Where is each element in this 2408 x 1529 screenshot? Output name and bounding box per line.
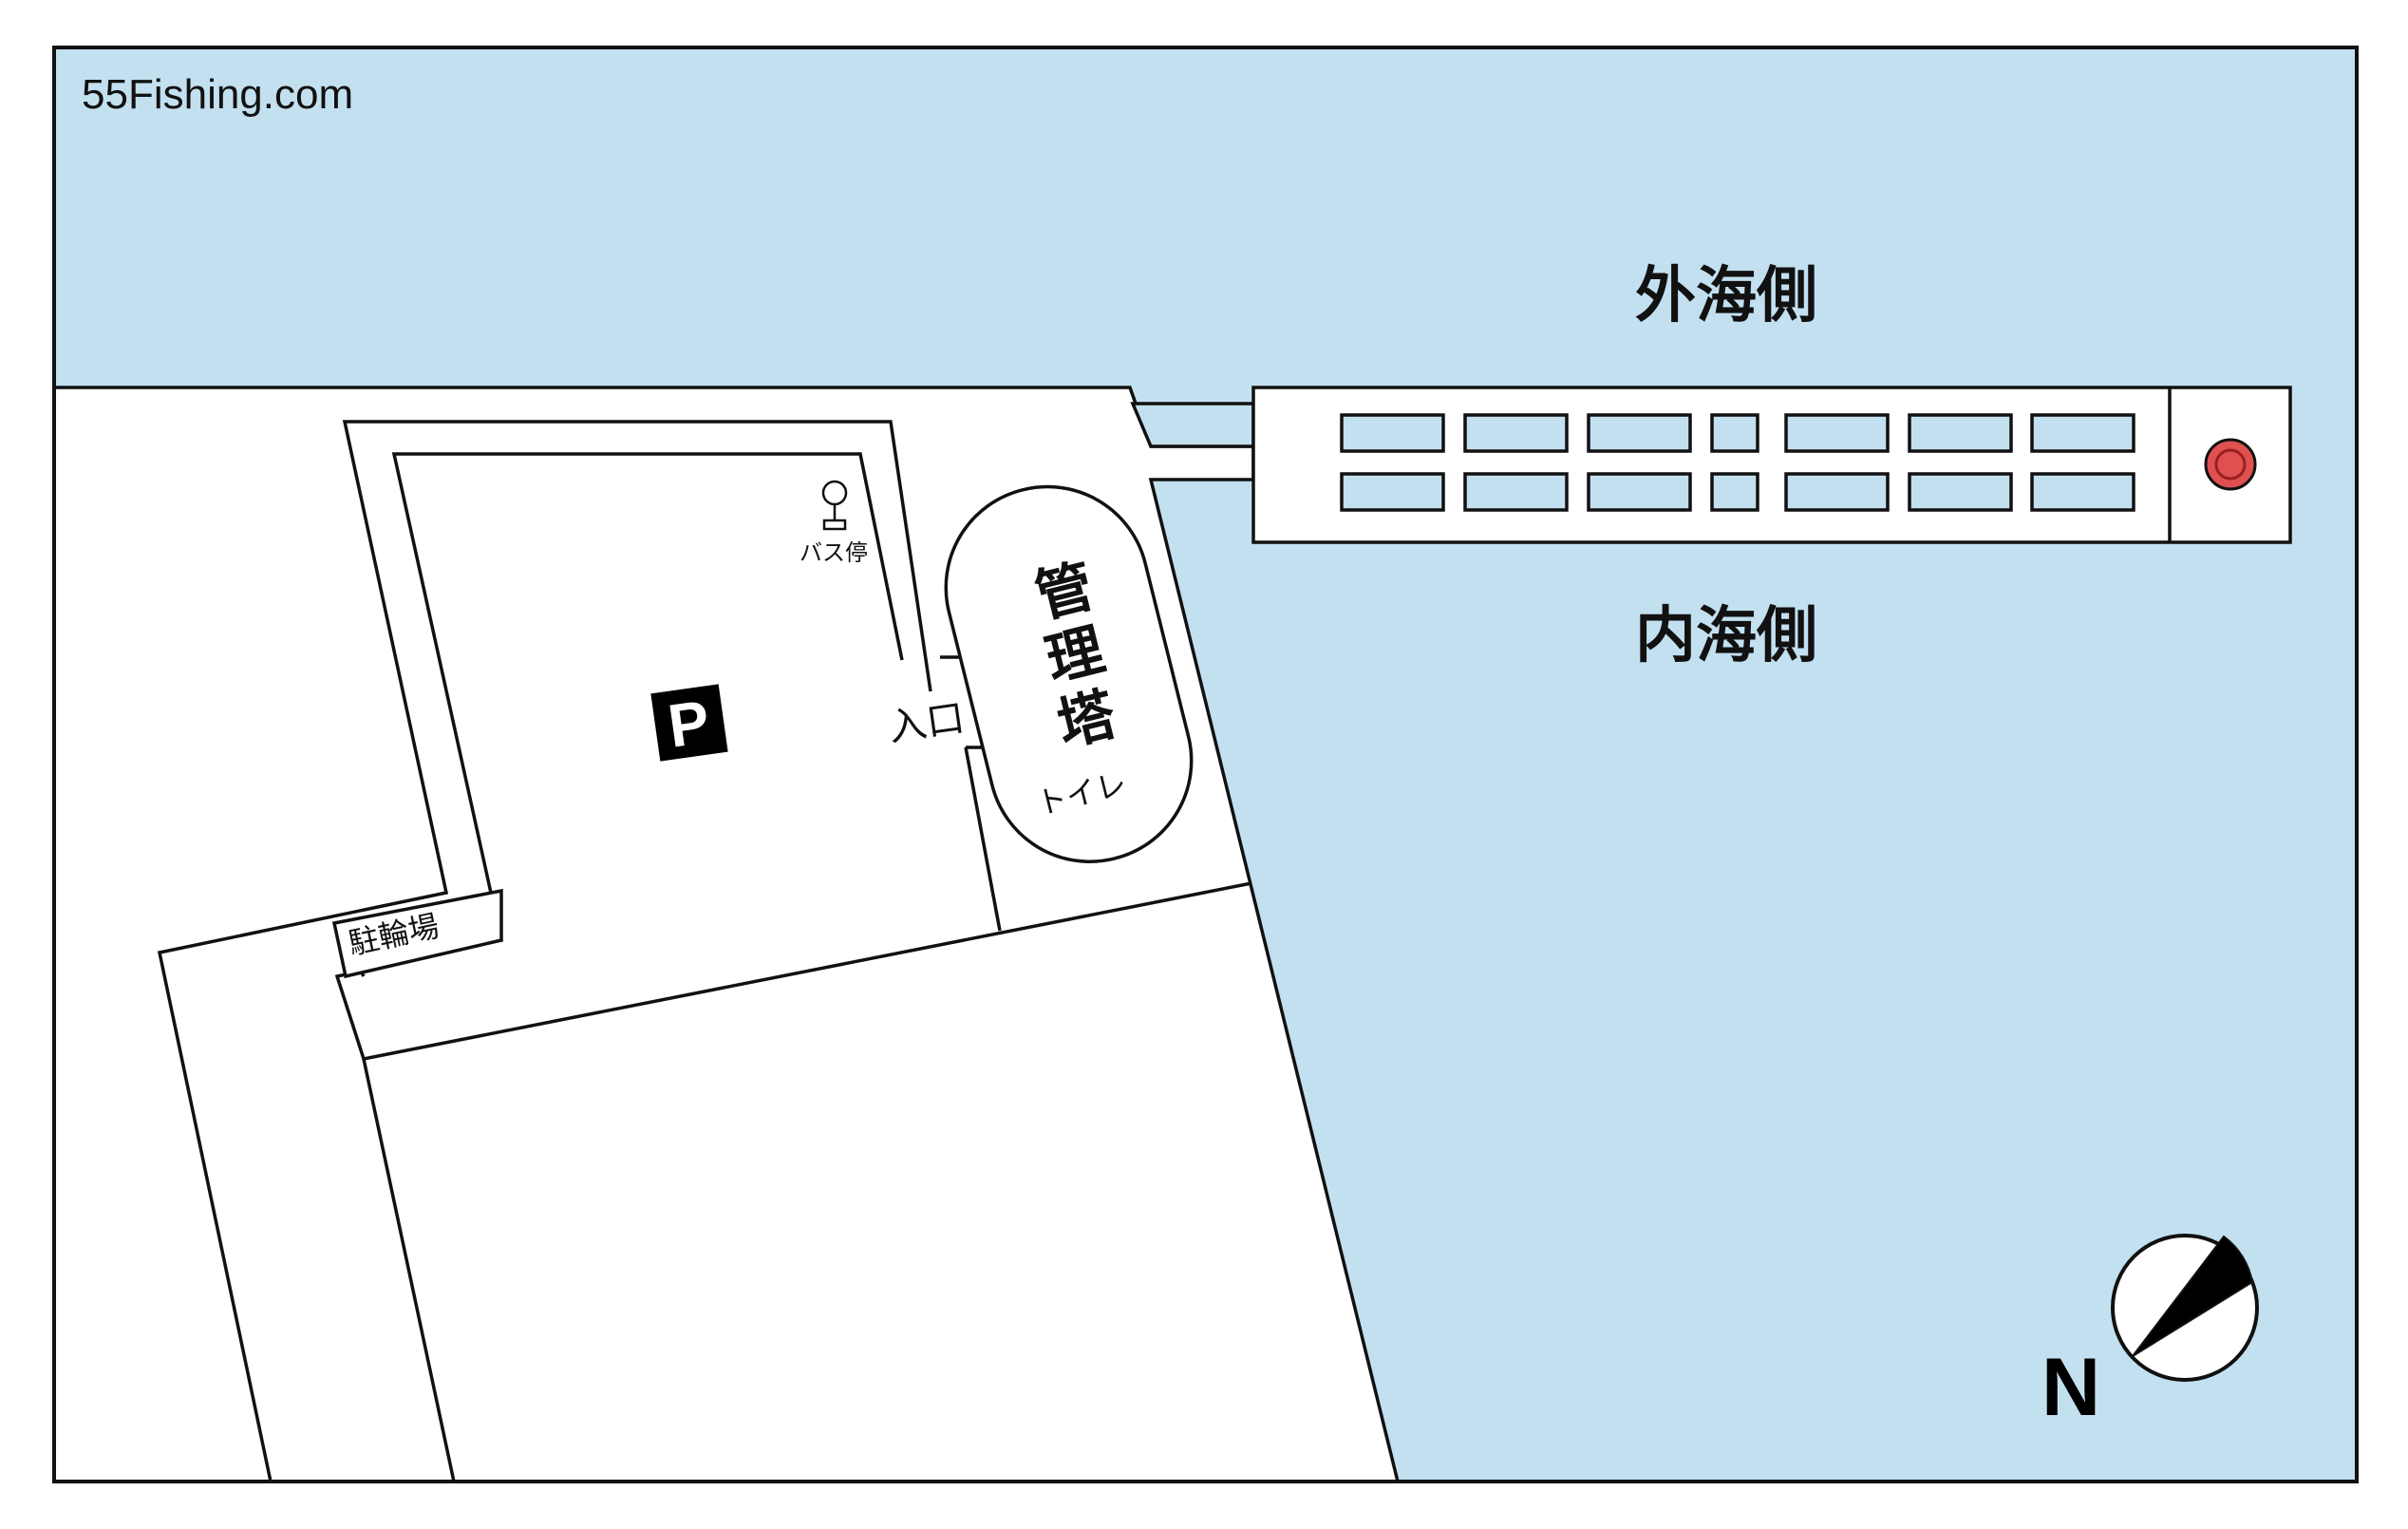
- inner-sea-label: 内海側: [1635, 601, 1817, 671]
- parking-outer-wall: [157, 420, 932, 1482]
- breakwater-slots: [1340, 413, 2135, 512]
- slot-top-6: [1908, 413, 2013, 453]
- compass-icon: [2111, 1234, 2259, 1382]
- slot-bottom-5: [1784, 472, 1890, 512]
- slot-bottom-2: [1463, 472, 1569, 512]
- parking-label: P: [664, 687, 713, 760]
- outer-sea-label: 外海側: [1635, 261, 1817, 331]
- bus-stop-icon: [821, 480, 848, 531]
- slot-top-3: [1587, 413, 1692, 453]
- management-tower: 管 理 塔 トイレ: [944, 484, 1194, 863]
- slot-top-2: [1463, 413, 1569, 453]
- slot-top-1: [1340, 413, 1445, 453]
- management-tower-shape: [944, 484, 1194, 863]
- breakwater: [1251, 386, 2292, 544]
- lighthouse-marker-icon: [2204, 438, 2257, 491]
- slot-top-4: [1710, 413, 1759, 453]
- slot-bottom-3: [1587, 472, 1692, 512]
- slot-bottom-7: [2030, 472, 2135, 512]
- bus-stop-label: バス停: [800, 539, 868, 566]
- entrance-label: 入口: [886, 696, 968, 750]
- inner-lot-wall: [362, 1058, 456, 1482]
- breakwater-body: [1251, 386, 2292, 544]
- slot-top-7: [2030, 413, 2135, 453]
- north-label: N: [2041, 1342, 2100, 1433]
- bicycle-parking-area: [331, 888, 503, 979]
- pier-water-slot: [1130, 402, 1255, 448]
- slot-bottom-1: [1340, 472, 1445, 512]
- map-border: [52, 46, 2359, 1483]
- parking-icon: P: [650, 684, 728, 762]
- slot-bottom-6: [1908, 472, 2013, 512]
- entrance-wall-lower: [964, 746, 1002, 932]
- slot-top-5: [1784, 413, 1890, 453]
- site-watermark: 55Fishing.com: [82, 71, 353, 118]
- slot-bottom-4: [1710, 472, 1759, 512]
